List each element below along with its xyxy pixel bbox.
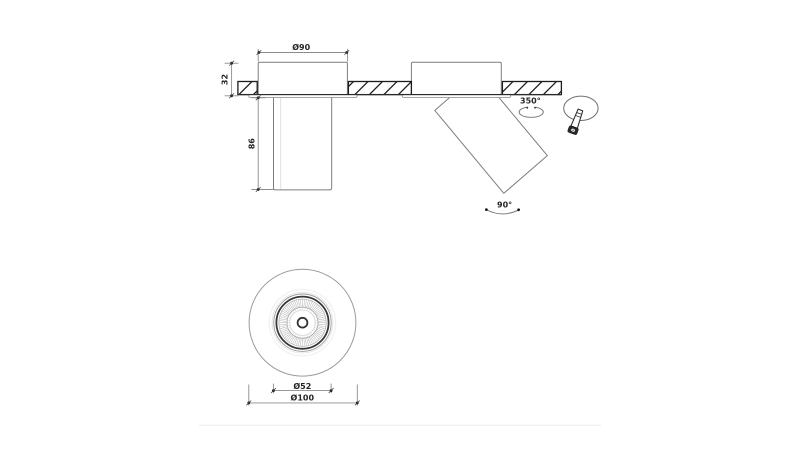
label-86: 86 (248, 138, 257, 150)
label-dia52: Ø52 (293, 381, 311, 391)
label-32: 32 (220, 74, 229, 85)
led-center (296, 316, 309, 329)
lamp-shade-ring-outer (268, 288, 337, 357)
reflector-fins-inner (287, 307, 318, 338)
bottom-view: Ø52 Ø100 (248, 268, 358, 406)
ceiling-section (237, 80, 563, 96)
straight-spot-body (273, 96, 333, 191)
lamp-shade-ring-inner (271, 291, 334, 354)
lamp-bezel-outer (273, 293, 332, 352)
mounting-box-left (257, 61, 348, 96)
ceiling-hatch-right (501, 80, 563, 96)
dimension-dia90 (257, 48, 349, 62)
reflector-fins (279, 299, 326, 346)
label-dia90: Ø90 (292, 42, 310, 52)
rotation-arrow-icon (518, 106, 544, 118)
ceiling-hatch-middle (347, 80, 413, 96)
adjustable-spot-icon (563, 95, 599, 135)
reflector-cone-edge (289, 309, 316, 336)
reflector-outer-edge (278, 298, 327, 347)
label-rot350: 350° (520, 96, 541, 105)
side-view: Ø90 32 86 350° 90° (220, 42, 599, 215)
tilt-arc-icon (485, 208, 520, 215)
dimension-terminators (228, 49, 360, 406)
label-dia100: Ø100 (291, 393, 315, 403)
lamp-bezel (275, 295, 330, 350)
mounting-box-right (410, 61, 502, 96)
label-tilt90: 90° (497, 201, 512, 210)
reflector-inner-edge (286, 306, 319, 339)
ceiling-hatch-left (237, 80, 258, 96)
